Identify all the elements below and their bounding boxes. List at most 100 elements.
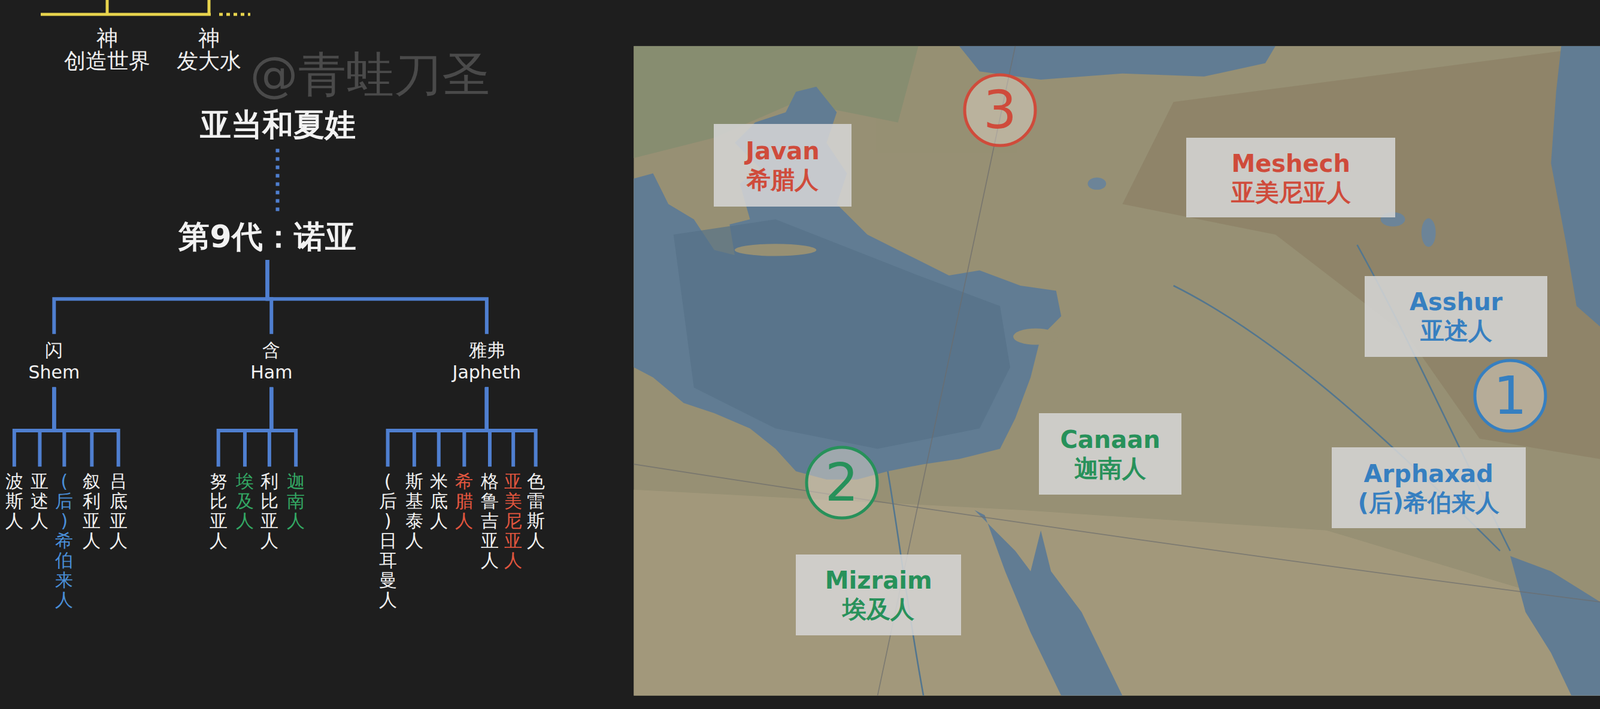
tree-line (39, 387, 54, 468)
timeline-tick (105, 0, 109, 15)
people-label: 波斯人 (5, 471, 24, 531)
people-label: 亚美尼亚人 (504, 471, 523, 571)
son-label: Shem (28, 361, 80, 384)
son-label: 雅弗Japheth (452, 338, 522, 384)
region-name: Mizraim (825, 565, 933, 595)
callout-circle (964, 74, 1036, 146)
people-label: 叙利亚人 (82, 471, 101, 551)
callout-number: 3 (983, 83, 1017, 137)
tree-line (53, 387, 118, 468)
timeline-label: 神 (96, 27, 118, 50)
region-box: Canaan迦南人 (1038, 413, 1183, 495)
people-label: 色雷斯人 (526, 471, 545, 551)
people-label: 亚述人 (30, 471, 49, 531)
ancestor-label: 亚当和夏娃 (200, 105, 356, 145)
tree-line (267, 259, 487, 335)
son-label: Japheth (452, 361, 522, 384)
region-box: Arphaxad(后)希伯来人 (1331, 447, 1526, 529)
tree-line (438, 387, 487, 468)
people-label: 斯基泰人 (405, 471, 424, 551)
tree-line (53, 387, 92, 468)
tree-line (486, 387, 514, 468)
people-label: 波斯人 (5, 471, 24, 531)
people-name: 迦南人 (1074, 453, 1147, 483)
people-label: (后)日耳曼人 (379, 471, 398, 610)
tree-line (414, 387, 487, 468)
son-label: Ham (250, 361, 293, 384)
callout-number: 3 (962, 72, 1038, 148)
people-name: 亚述人 (1420, 316, 1493, 345)
timeline-label: 神 (198, 27, 220, 50)
people-label: 亚美尼亚人 (504, 471, 523, 571)
tree-line (276, 149, 280, 213)
region-name: Canaan (1059, 425, 1160, 454)
callout-circle (1474, 360, 1546, 432)
tree-line (486, 387, 536, 468)
people-label: (后)日耳曼人 (379, 471, 398, 610)
son-label: 含 (250, 338, 293, 362)
tree-line (218, 387, 272, 468)
region-box: Asshur亚述人 (1364, 276, 1548, 357)
region-box: Mizraim埃及人 (795, 554, 962, 636)
people-label: 格鲁吉亚人 (480, 471, 499, 571)
tree-line (464, 387, 487, 468)
son-label: 含Ham (250, 338, 293, 384)
people-name: 希腊人 (746, 165, 819, 195)
people-label: 吕底亚人 (109, 471, 128, 551)
region-box: Javan希腊人 (713, 123, 852, 207)
timeline-dots (219, 13, 251, 17)
people-label: (后)希伯来人 (55, 471, 74, 610)
people-label: 利比亚人 (260, 471, 279, 551)
watermark: @青蛙刀圣 (250, 50, 490, 99)
tree-line (53, 259, 268, 335)
people-label: 色雷斯人 (526, 471, 545, 551)
callout-circle (806, 447, 878, 518)
region-name: Asshur (1409, 287, 1503, 317)
tree-line (244, 387, 272, 468)
people-label: 埃及人 (235, 471, 254, 531)
callout-number: 1 (1493, 369, 1527, 423)
people-label: 迦南人 (286, 471, 305, 531)
people-name: (后)希伯来人 (1357, 488, 1500, 517)
timeline-label: 创造世界 (64, 50, 151, 72)
timeline-tick (207, 0, 211, 15)
timeline-bar (40, 13, 211, 17)
people-label: 叙利亚人 (82, 471, 101, 551)
people-label: 斯基泰人 (405, 471, 424, 551)
tree-line (14, 387, 54, 468)
region-name: Meshech (1231, 149, 1351, 178)
people-label: 利比亚人 (260, 471, 279, 551)
callout-number: 2 (825, 456, 859, 509)
people-label: 格鲁吉亚人 (480, 471, 499, 571)
region-box: Meshech亚美尼亚人 (1186, 137, 1396, 218)
people-label: 吕底亚人 (109, 471, 128, 551)
people-label: 米底人 (429, 471, 448, 531)
generation-label: 第9代：诺亚 (178, 217, 356, 257)
tree-line (271, 387, 296, 468)
people-label: 米底人 (429, 471, 448, 531)
people-label: 迦南人 (286, 471, 305, 531)
callout-number: 1 (1472, 358, 1548, 434)
tree-line (388, 387, 487, 468)
son-label: 雅弗 (452, 338, 522, 362)
people-label: 亚述人 (30, 471, 49, 531)
people-name: 亚美尼亚人 (1231, 177, 1351, 207)
region-name: Arphaxad (1364, 459, 1494, 489)
people-name: 埃及人 (842, 594, 915, 624)
timeline-label: 发大水 (176, 50, 242, 72)
people-label: 努比亚人 (209, 471, 228, 551)
people-label: 希腊人 (455, 471, 474, 531)
son-label: 闪 (28, 338, 80, 362)
ancestor-label: 亚当和夏娃 (200, 105, 356, 145)
son-label: 闪Shem (28, 338, 80, 384)
callout-number: 2 (804, 444, 880, 521)
dim-overlay (633, 46, 1600, 696)
people-label: 埃及人 (235, 471, 254, 531)
people-label: (后)希伯来人 (55, 471, 74, 610)
region-name: Javan (745, 136, 820, 166)
generation-label: 第9代：诺亚 (178, 217, 356, 257)
people-label: 希腊人 (455, 471, 474, 531)
land (633, 46, 1600, 696)
people-label: 努比亚人 (209, 471, 228, 551)
